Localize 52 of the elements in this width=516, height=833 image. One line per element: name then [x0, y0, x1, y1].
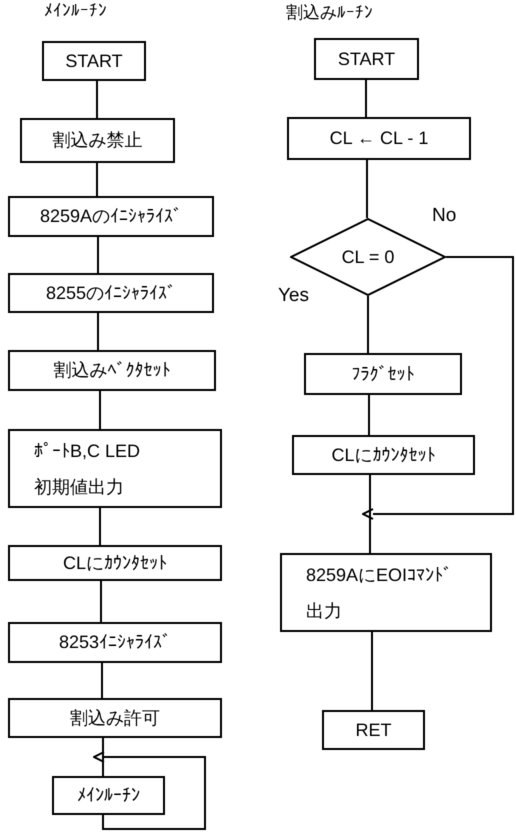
step-label: START [65, 50, 123, 72]
step-label: 割込み禁止 [52, 129, 142, 152]
process-box [8, 350, 216, 391]
connector-line [99, 508, 101, 545]
connector-line [366, 160, 368, 218]
arrow [362, 256, 514, 520]
arrow [93, 751, 206, 830]
step-label: 8255のｲﾆｼｬﾗｲｽﾞ [46, 282, 176, 304]
step-label: ﾌﾗｸﾞｾｯﾄ [352, 362, 414, 386]
process-box [8, 429, 222, 508]
connector-line [101, 663, 103, 698]
connector-line [96, 81, 98, 118]
process-box [52, 776, 165, 815]
process-box [8, 698, 222, 738]
connector-line [365, 80, 367, 117]
connector-line [368, 395, 370, 435]
connector-line [97, 313, 99, 350]
process-box [287, 117, 471, 160]
process-box [322, 710, 425, 750]
connector-line [100, 581, 102, 622]
process-box [292, 435, 475, 475]
step-label: ﾒｲﾝﾙｰﾁﾝ [77, 784, 140, 807]
step-label: 8253ｲﾆｼｬﾗｲｽﾞ [58, 631, 172, 654]
process-box [20, 118, 175, 163]
process-box [8, 196, 214, 237]
step-label: RET [356, 718, 392, 742]
step-label: 8259AにEOIｺﾏﾝﾄﾞ出力 [306, 564, 454, 622]
connector-line [369, 475, 371, 553]
step-label: CLにｶｳﾝﾀｾｯﾄ [331, 444, 436, 466]
process-box [280, 553, 492, 632]
column-heading: 割込みﾙｰﾁﾝ [286, 4, 373, 21]
connector-line [367, 296, 369, 353]
step-label: CL ← CL - 1 [330, 127, 428, 150]
process-box [8, 545, 222, 581]
process-box [304, 353, 462, 395]
step-label: ﾎﾟｰﾄB,C LED 初期値出力 [34, 440, 142, 498]
step-label: 割込み許可 [70, 706, 160, 730]
connector-line [371, 632, 373, 710]
step-label: START [338, 48, 396, 70]
step-label: CLにｶｳﾝﾀｾｯﾄ [62, 552, 167, 574]
process-box [42, 41, 146, 81]
process-box [8, 622, 222, 663]
decision-label: CL = 0 [342, 246, 394, 268]
connector-line [96, 163, 98, 196]
column-heading: ﾒｲﾝﾙｰﾁﾝ [44, 2, 107, 19]
process-box [8, 273, 214, 313]
connector-line [99, 391, 101, 429]
step-label: 割込みﾍﾞｸﾀｾｯﾄ [54, 359, 170, 382]
process-box [314, 38, 419, 80]
step-label: 8259Aのｲﾆｼｬﾗｲｽﾞ [40, 205, 182, 228]
connector-line [97, 237, 99, 273]
connector-line [102, 738, 104, 776]
